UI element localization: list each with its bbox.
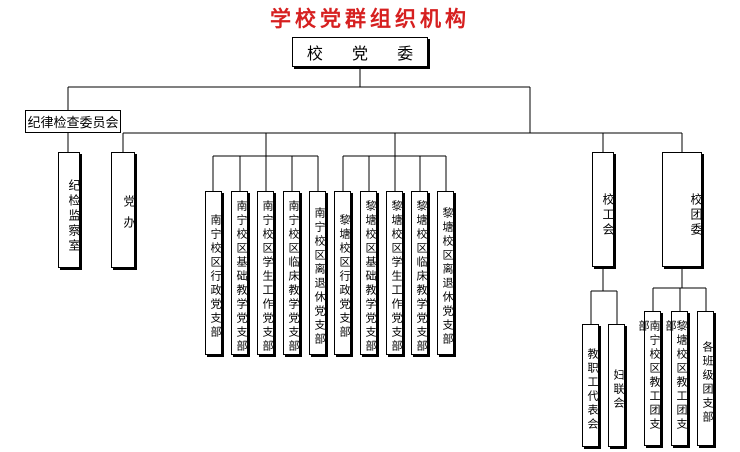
youth-league-child-node: 南宁校区教工团支部 — [637, 311, 661, 446]
nanning-branch-node: 南宁校区基础教学党支部 — [231, 191, 248, 355]
chart-title: 学校党群组织机构 — [270, 6, 470, 31]
litang-branch-node: 黎塘校区基础教学党支部 — [360, 191, 377, 355]
nanning-branch-node: 南宁校区离退休党支部 — [309, 191, 326, 355]
youth-league-node: 校团委 — [662, 152, 703, 267]
root-node: 校 党 委 — [292, 37, 428, 67]
union-child-node: 妇联会 — [608, 324, 625, 447]
discipline-committee-node: 纪律检查委员会 — [25, 110, 121, 133]
discipline-committee-label: 纪律检查委员会 — [27, 116, 119, 131]
union-child-node: 教职工代表会 — [582, 324, 599, 447]
root-label: 校 党 委 — [306, 44, 426, 63]
youth-league-child-node: 黎塘校区教工团支部 — [664, 311, 688, 446]
discipline-office-node: 纪检监察室 — [58, 152, 81, 268]
party-office-node: 党办 — [111, 152, 136, 268]
litang-branch-node: 黎塘校区离退休党支部 — [437, 191, 454, 355]
nanning-branch-node: 南宁校区行政党支部 — [205, 191, 222, 355]
nanning-branch-node: 南宁校区临床教学党支部 — [283, 191, 300, 355]
union-node: 校工会 — [592, 152, 615, 267]
litang-branch-node: 黎塘校区行政党支部 — [334, 191, 351, 355]
nanning-branch-node: 南宁校区学生工作党支部 — [257, 191, 274, 355]
youth-league-child-node: 各班级团支部 — [697, 311, 714, 446]
litang-branch-node: 黎塘校区学生工作党支部 — [386, 191, 403, 355]
litang-branch-node: 黎塘校区临床教学党支部 — [411, 191, 428, 355]
